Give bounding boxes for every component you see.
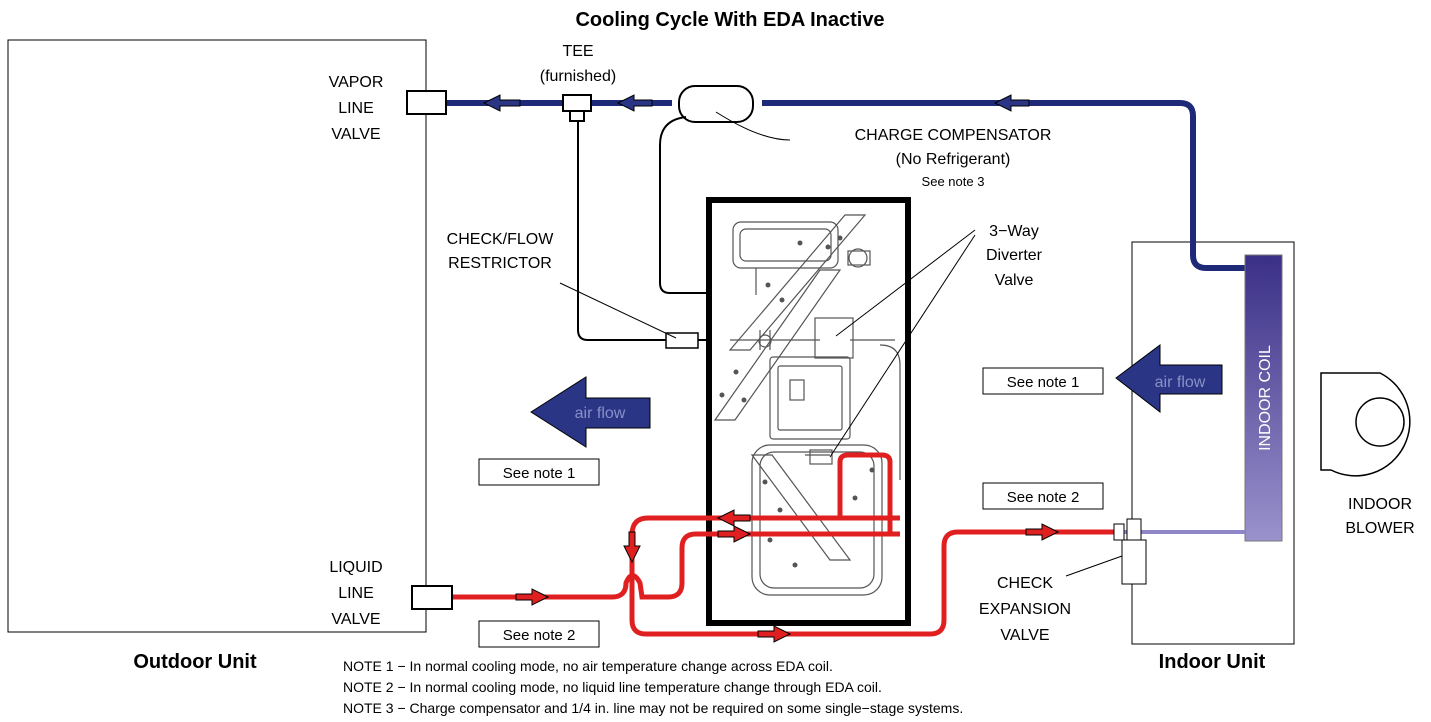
charge-compensator-label: CHARGE COMPENSATOR (No Refrigerant) See … xyxy=(855,127,1052,189)
see-note-1-box-indoor: See note 1 xyxy=(982,367,1104,395)
indoor-unit-label: Indoor Unit xyxy=(1159,651,1266,673)
svg-text:VAPOR: VAPOR xyxy=(329,74,384,91)
restrictor-leader xyxy=(559,282,677,339)
charge-compensator-leader xyxy=(715,111,791,141)
svg-text:LINE: LINE xyxy=(338,585,374,602)
svg-text:See note 1: See note 1 xyxy=(1007,374,1080,391)
tee-label: TEE (furnished) xyxy=(540,43,616,85)
indoor-blower-label: INDOOR BLOWER xyxy=(1345,496,1414,537)
outdoor-unit-box xyxy=(7,39,427,633)
tee-fitting xyxy=(562,94,592,122)
svg-text:See note 3: See note 3 xyxy=(922,174,985,189)
check-flow-restrictor-label: CHECK/FLOW RESTRICTOR xyxy=(447,231,555,272)
see-note-1-box-outdoor: See note 1 xyxy=(478,458,600,486)
svg-text:VALVE: VALVE xyxy=(331,126,380,143)
eda-coil-internals xyxy=(713,214,901,596)
svg-text:LIQUID: LIQUID xyxy=(329,559,382,576)
diagram-title: Cooling Cycle With EDA Inactive xyxy=(575,9,884,31)
indoor-unit-box xyxy=(1131,241,1295,645)
svg-text:Valve: Valve xyxy=(995,272,1034,289)
indoor-coil-label: INDOOR COIL xyxy=(1257,345,1274,451)
expansion-valve-leader xyxy=(1065,555,1123,577)
svg-text:INDOOR: INDOOR xyxy=(1348,496,1412,513)
note-2: NOTE 2 − In normal cooling mode, no liqu… xyxy=(343,679,882,695)
svg-text:See note 2: See note 2 xyxy=(503,627,576,644)
air-flow-label-outdoor: air flow xyxy=(575,405,626,422)
svg-text:See note 2: See note 2 xyxy=(1007,489,1080,506)
svg-text:RESTRICTOR: RESTRICTOR xyxy=(448,255,552,272)
svg-text:CHECK/FLOW: CHECK/FLOW xyxy=(447,231,555,248)
diverter-leader-1 xyxy=(835,229,976,337)
svg-text:3−Way: 3−Way xyxy=(989,223,1039,240)
eda-unit-frame xyxy=(706,197,911,626)
charge-compensator xyxy=(678,85,754,123)
note-3: NOTE 3 − Charge compensator and 1/4 in. … xyxy=(343,700,963,716)
svg-text:(No Refrigerant): (No Refrigerant) xyxy=(896,151,1011,168)
liquid-flow-arrows xyxy=(515,509,1060,643)
svg-text:CHARGE COMPENSATOR: CHARGE COMPENSATOR xyxy=(855,127,1052,144)
liquid-line-valve-label: LIQUID LINE VALVE xyxy=(329,559,382,628)
outdoor-unit-label: Outdoor Unit xyxy=(133,651,257,673)
air-flow-label-indoor: air flow xyxy=(1155,374,1206,391)
vapor-line-valve-label: VAPOR LINE VALVE xyxy=(329,74,384,143)
liquid-line-valve xyxy=(411,585,453,610)
svg-text:LINE: LINE xyxy=(338,100,374,117)
svg-text:Diverter: Diverter xyxy=(986,247,1043,264)
diverter-leader-2 xyxy=(829,234,976,458)
svg-text:TEE: TEE xyxy=(562,43,593,60)
air-flow-arrow-indoor: air flow xyxy=(1115,344,1223,414)
svg-text:VALVE: VALVE xyxy=(331,611,380,628)
vapor-flow-arrows xyxy=(482,94,1030,112)
see-note-2-box-indoor: See note 2 xyxy=(982,482,1104,510)
diverter-valve-label: 3−Way Diverter Valve xyxy=(986,223,1043,289)
svg-text:CHECK: CHECK xyxy=(997,575,1053,592)
svg-text:VALVE: VALVE xyxy=(1000,627,1049,644)
note-1: NOTE 1 − In normal cooling mode, no air … xyxy=(343,658,833,674)
see-note-2-box-outdoor: See note 2 xyxy=(478,620,600,648)
indoor-blower-icon xyxy=(1320,372,1411,477)
check-expansion-valve xyxy=(1113,518,1147,585)
eda-coil-holes xyxy=(719,235,875,568)
svg-text:(furnished): (furnished) xyxy=(540,68,616,85)
air-flow-arrow-outdoor: air flow xyxy=(530,376,651,448)
svg-text:See note 1: See note 1 xyxy=(503,465,576,482)
check-expansion-valve-label: CHECK EXPANSION VALVE xyxy=(979,575,1071,644)
indoor-coil xyxy=(1244,254,1283,542)
compensator-quarter-inch-line xyxy=(659,116,770,294)
svg-text:EXPANSION: EXPANSION xyxy=(979,601,1071,618)
vapor-line-valve xyxy=(406,90,447,115)
svg-text:BLOWER: BLOWER xyxy=(1345,520,1414,537)
notes: NOTE 1 − In normal cooling mode, no air … xyxy=(343,658,963,716)
